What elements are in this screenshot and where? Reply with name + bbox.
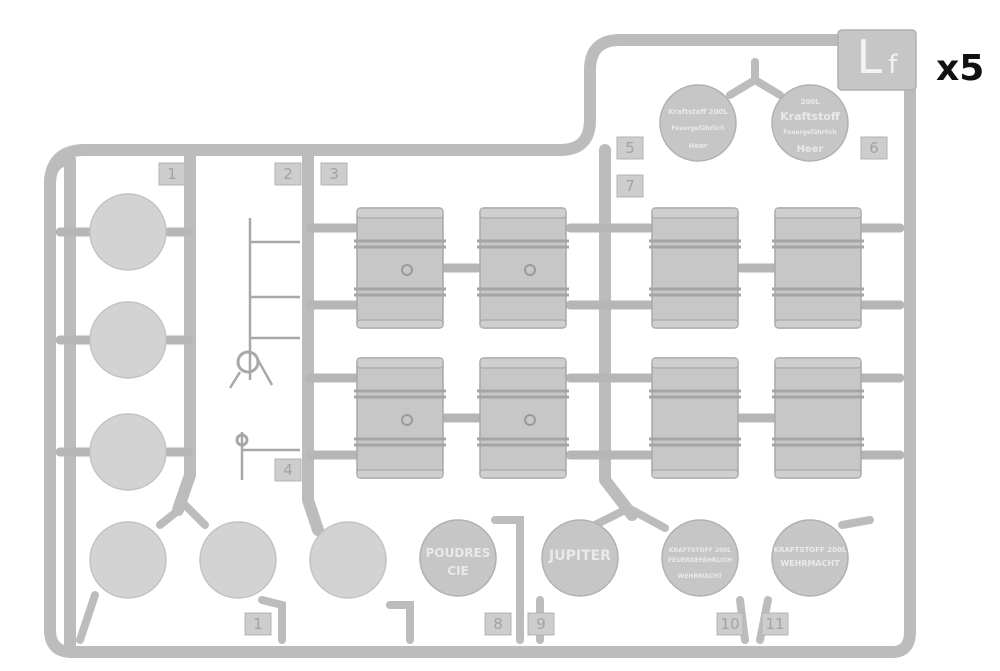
drum-part	[477, 357, 569, 479]
embossed-disc-9: JUPITER	[541, 519, 619, 597]
part-number: 6	[869, 139, 879, 157]
disc-blank	[89, 301, 167, 379]
embossed-disc-11: KRAFTSTOFF 200L WEHRMACHT	[771, 519, 849, 597]
part-number: 9	[536, 615, 546, 633]
drum-parts	[354, 207, 864, 479]
drum-part	[477, 207, 569, 329]
embossed-disc-10: KRAFTSTOFF 200L FEUERGEFÄHRLICH WEHRMACH…	[661, 519, 739, 597]
svg-text:Heer: Heer	[797, 144, 824, 155]
svg-text:WEHRMACHT: WEHRMACHT	[780, 559, 840, 568]
part-number: 4	[283, 461, 293, 479]
part-number-tab: 7	[616, 174, 644, 198]
svg-text:200L: 200L	[800, 98, 820, 106]
part-number: 3	[329, 165, 339, 183]
disc-blank	[309, 521, 387, 599]
embossed-disc-8: POUDRES CIE	[419, 519, 497, 597]
runner-col-1	[172, 149, 196, 516]
embossed-disc-6: 200L Kraftstoff Feuergefährlich Heer	[771, 84, 849, 162]
svg-text:POUDRES: POUDRES	[426, 546, 491, 560]
part-number-tab: 1	[158, 162, 186, 186]
part-number-tab: 1	[244, 612, 272, 636]
drum-part	[649, 207, 741, 329]
svg-text:Heer: Heer	[689, 142, 708, 150]
runner-stub-a	[76, 591, 99, 644]
disc-blank	[89, 193, 167, 271]
part-number-tab: 3	[320, 162, 348, 186]
runner-stub-e	[838, 516, 874, 529]
embossed-disc-5: Kraftstoff 200L Feuergefährlich Heer	[659, 84, 737, 162]
svg-text:Kraftstoff 200L: Kraftstoff 200L	[668, 108, 728, 116]
drum-part	[649, 357, 741, 479]
runner-fork-top	[726, 58, 784, 99]
sprue-letter-sub: f	[888, 50, 898, 80]
part-number: 8	[493, 615, 503, 633]
part-number: 1	[253, 615, 263, 633]
part-number: 10	[720, 615, 739, 633]
part-number-tab: 8	[484, 612, 512, 636]
svg-text:JUPITER: JUPITER	[548, 548, 611, 564]
wire-parts	[228, 218, 300, 480]
part-number-tab: 4	[274, 458, 302, 482]
disc-blank	[199, 521, 277, 599]
part-number-tab: 9	[527, 612, 555, 636]
drum-gates	[305, 223, 905, 460]
part-number: 1	[167, 165, 177, 183]
blank-discs	[89, 193, 387, 599]
drum-part	[354, 207, 446, 329]
sprue-letter-plate	[837, 29, 917, 91]
part-number-tab: 2	[274, 162, 302, 186]
runner-fork-1	[156, 501, 209, 529]
svg-text:FEUERGEFÄHRLICH: FEUERGEFÄHRLICH	[668, 557, 732, 564]
svg-text:Feuergefährlich: Feuergefährlich	[783, 129, 836, 136]
part-number-tab: 10	[716, 612, 744, 636]
runner-col-3	[599, 144, 638, 521]
quantity-label: x5	[936, 48, 985, 89]
runner-stub-c	[386, 601, 414, 644]
part-number-tab: 11	[761, 612, 789, 636]
drum-part	[772, 207, 864, 329]
disc-gates	[55, 227, 193, 457]
sprue-letter: L f	[838, 30, 916, 90]
svg-text:Kraftstoff: Kraftstoff	[780, 110, 840, 123]
runner-stub-b	[258, 596, 286, 644]
drum-part	[354, 357, 446, 479]
part-number: 5	[625, 139, 635, 157]
part-number-tab: 6	[860, 136, 888, 160]
sprue-letter-main: L	[856, 30, 883, 84]
runner-fork-2	[591, 506, 669, 532]
top-runner-left	[44, 34, 856, 191]
part-number: 11	[765, 615, 784, 633]
svg-text:WEHRMACHT: WEHRMACHT	[678, 573, 723, 580]
svg-text:CIE: CIE	[447, 564, 468, 578]
svg-text:KRAFTSTOFF 200L: KRAFTSTOFF 200L	[774, 546, 847, 554]
svg-text:Feuergefährlich: Feuergefährlich	[671, 125, 724, 132]
part-number: 7	[625, 177, 635, 195]
runner-stub-8	[491, 516, 524, 644]
svg-text:KRAFTSTOFF 200L: KRAFTSTOFF 200L	[669, 547, 731, 554]
part-number: 2	[283, 165, 293, 183]
runner-col-2	[302, 149, 324, 536]
part-number-tab: 5	[616, 136, 644, 160]
drum-part	[772, 357, 864, 479]
disc-blank	[89, 413, 167, 491]
disc-blank	[89, 521, 167, 599]
